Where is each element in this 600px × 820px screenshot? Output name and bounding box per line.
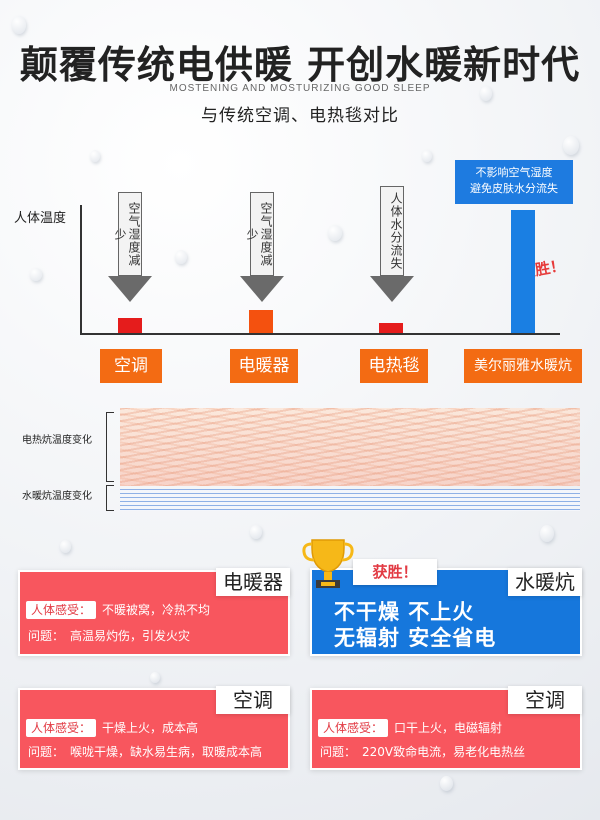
water-benefit-line-1: 不干燥 不上火 (334, 600, 475, 624)
electric-kang-wave (120, 408, 580, 486)
heater-issue-row: 问题： 高温易灼伤，引发火灾 (26, 626, 190, 646)
droplet (422, 150, 432, 162)
panel-blanket: 人体感受： 口干上火，电磁辐射 问题： 220V致命电流，易老化电热丝 (310, 688, 582, 770)
water-win-badge: 获胜！ (353, 559, 437, 585)
label-water-kang: 水暖炕温度变化 (22, 491, 92, 502)
droplet (30, 268, 42, 281)
droplet (480, 86, 492, 101)
ac-feel-text: 干燥上火，成本高 (102, 721, 199, 735)
bar-heater (249, 310, 273, 333)
heater-feel-tag: 人体感受： (26, 601, 97, 619)
bracket-top (106, 412, 114, 482)
chart-x-axis (80, 333, 560, 335)
heater-feel-text: 不暖被窝，冷热不均 (102, 603, 211, 617)
card-ac-title: 空调 (216, 686, 290, 714)
note-humidity-2: 空气湿度减少 (245, 192, 274, 276)
droplet (328, 225, 342, 241)
droplet (563, 136, 579, 155)
bar-ac (118, 318, 142, 333)
ac-issue-row: 问题： 喉咙干燥，缺水易生病，取暖成本高 (26, 742, 262, 762)
heater-issue-text: 高温易灼伤，引发火灾 (70, 629, 191, 643)
blanket-issue-text: 220V致命电流，易老化电热丝 (362, 745, 526, 759)
droplet (90, 150, 100, 162)
blue-note-line-1: 不影响空气湿度 (475, 166, 553, 179)
category-ac: 空调 (100, 349, 162, 383)
blue-note-box: 不影响空气湿度 避免皮肤水分流失 (455, 160, 573, 204)
bar-water-kang (511, 210, 535, 333)
category-water-kang: 美尔丽雅水暖炕 (464, 349, 582, 383)
trophy-icon (302, 539, 354, 588)
droplet (175, 250, 187, 264)
ac-issue-text: 喉咙干燥，缺水易生病，取暖成本高 (70, 745, 263, 759)
ac-feel-row: 人体感受： 干燥上火，成本高 (26, 718, 198, 738)
card-heater-title: 电暖器 (216, 568, 290, 596)
blue-note-line-2: 避免皮肤水分流失 (470, 182, 558, 195)
card-water-title: 水暖炕 (508, 568, 582, 596)
heater-issue-tag: 问题： (28, 629, 65, 643)
bar-blanket (379, 323, 403, 333)
droplet (540, 525, 554, 542)
water-kang-stripes (120, 489, 580, 511)
blanket-feel-text: 口干上火，电磁辐射 (394, 721, 503, 735)
subtitle-chinese: 与传统空调、电热毯对比 (201, 106, 399, 126)
panel-heater: 人体感受： 不暖被窝，冷热不均 问题： 高温易灼伤，引发火灾 (18, 570, 290, 656)
down-arrow-icon (370, 276, 414, 302)
ac-feel-tag: 人体感受： (26, 719, 97, 737)
droplet (440, 776, 453, 791)
down-arrow-icon (108, 276, 152, 302)
card-blanket-title: 空调 (508, 686, 582, 714)
blanket-issue-tag: 问题： (320, 745, 357, 759)
down-arrow-icon (240, 276, 284, 302)
droplet (150, 672, 160, 683)
note-moisture-loss: 人体水分流失 (380, 186, 404, 276)
category-heater: 电暖器 (230, 349, 298, 383)
category-blanket: 电热毯 (360, 349, 428, 383)
blanket-feel-tag: 人体感受： (318, 719, 389, 737)
label-electric-kang: 电热炕温度变化 (22, 435, 92, 446)
droplet (60, 540, 71, 553)
water-benefit-line-2: 无辐射 安全省电 (334, 626, 497, 650)
ac-issue-tag: 问题： (28, 745, 65, 759)
chart-y-axis (80, 205, 82, 335)
blanket-issue-row: 问题： 220V致命电流，易老化电热丝 (318, 742, 525, 762)
blanket-feel-row: 人体感受： 口干上火，电磁辐射 (318, 718, 502, 738)
chart-y-label: 人体温度 (14, 211, 67, 226)
droplet (250, 525, 262, 539)
subtitle-english: MOSTENING AND MOSTURIZING GOOD SLEEP (169, 83, 431, 94)
heater-feel-row: 人体感受： 不暖被窝，冷热不均 (26, 600, 210, 620)
page-title: 颠覆传统电供暖 开创水暖新时代 (19, 43, 581, 87)
note-humidity-1: 空气湿度减少 (113, 192, 142, 276)
droplet (12, 16, 26, 34)
bracket-bottom (106, 485, 114, 511)
